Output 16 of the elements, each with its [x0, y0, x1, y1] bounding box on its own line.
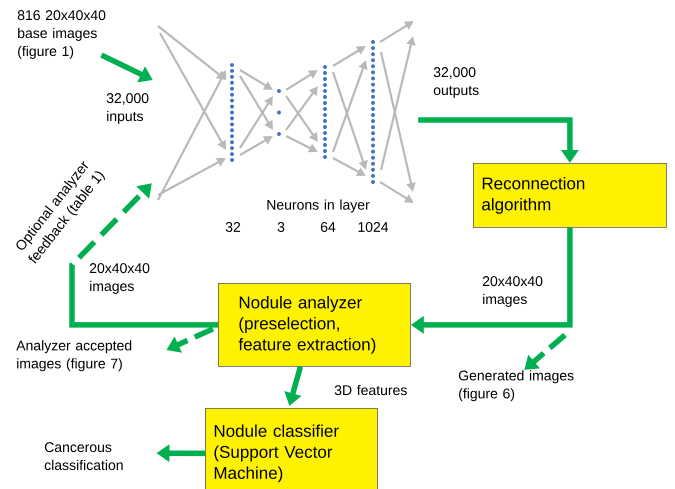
process-box: Nodule classifier (Support Vector Machine)	[205, 408, 378, 489]
text-label: Generated images (figure 6)	[458, 370, 574, 402]
text-label: 1024	[358, 222, 388, 232]
process-box: Nodule analyzer (preselection, feature extraction)	[218, 283, 411, 367]
edge-label: 20x40x40 images	[482, 276, 542, 307]
process-box: Reconnection algorithm	[473, 163, 667, 228]
edge-label: 32,000 outputs	[434, 67, 479, 98]
text-label: 3	[278, 222, 284, 232]
text-label: 816 20x40x40 base images (figure 1)	[18, 10, 106, 59]
text-label: 32	[226, 222, 240, 232]
text-label: Neurons in layer	[267, 199, 370, 213]
text-label: 64	[320, 222, 336, 232]
text-label: Analyzer accepted images (figure 7)	[16, 340, 132, 372]
text-label: 20x40x40 images	[90, 263, 150, 294]
edge-label: 3D features	[334, 384, 407, 396]
text-label: Cancerous classification	[44, 442, 123, 470]
